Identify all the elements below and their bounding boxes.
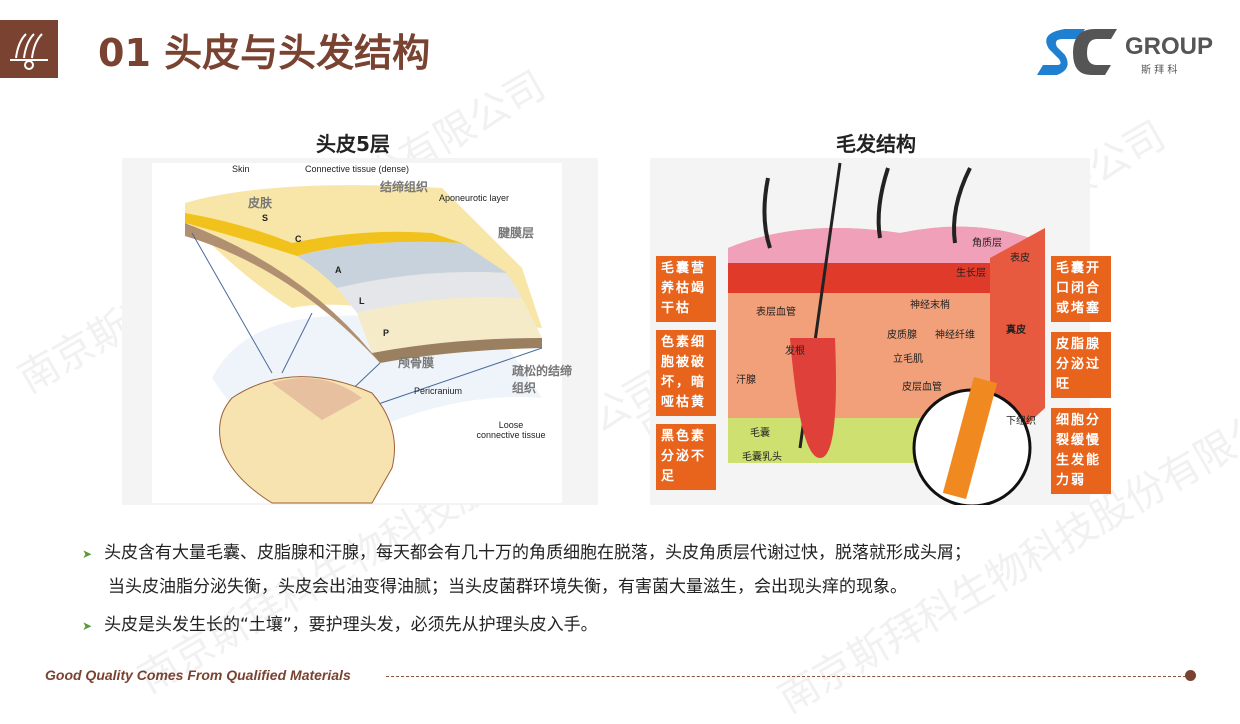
scalp-section-title: 头皮5层 — [316, 132, 390, 156]
bullet-item: ➤ 头皮是头发生长的“土壤”，要护理头发，必须先从护理头皮入手。 — [82, 610, 598, 635]
bullet-continuation: 当头皮油脂分泌失衡，头皮会出油变得油腻；当头皮菌群环境失衡，有害菌大量滋生，会出… — [108, 572, 907, 597]
label-pericranium: Pericranium — [414, 386, 463, 396]
label-loose: Loose connective tissue — [476, 420, 546, 440]
label-sweat: 汗腺 — [736, 375, 756, 386]
label-arrector: 立毛肌 — [893, 354, 923, 365]
company-logo: GROUP 斯 拜 科 — [1035, 25, 1225, 80]
callout-left: 色素细胞被破坏，暗哑枯黄 — [656, 330, 716, 416]
label-deep-vessel: 皮层血管 — [902, 382, 942, 393]
label-vessels: 表层血管 — [756, 307, 796, 318]
callout-left: 毛囊营养枯竭干枯 — [656, 256, 716, 322]
footer-dot — [1185, 670, 1196, 681]
layer-letter: S — [262, 213, 269, 223]
page-title: 01 头皮与头发结构 — [98, 31, 431, 75]
bullet-text: 头皮含有大量毛囊、皮脂腺和汗腺，每天都会有几十万的角质细胞在脱落，头皮角质层代谢… — [104, 543, 972, 563]
callout-right: 皮脂腺分泌过旺 — [1051, 332, 1111, 398]
label-root: 发根 — [785, 346, 805, 357]
hair-structure-diagram: 角质层 表皮 生长层 真皮 表层血管 神经末梢 皮质腺 神经纤维 发根 立毛肌 … — [650, 158, 1111, 505]
logo-group-text: GROUP — [1125, 33, 1214, 60]
layer-letter: C — [295, 234, 302, 244]
bullet-arrow-icon: ➤ — [82, 619, 93, 633]
label-sebaceous: 皮质腺 — [887, 330, 917, 341]
hair-section-title: 毛发结构 — [836, 132, 916, 156]
callout-right: 毛囊开口闭合或堵塞 — [1051, 256, 1111, 322]
label-cn-pericranium: 颅骨膜 — [398, 356, 435, 370]
label-subcutis: 下组织 — [1006, 416, 1036, 427]
hair-follicle-icon — [0, 20, 58, 78]
label-follicle: 毛囊 — [750, 428, 770, 439]
label-cn-loose: 疏松的结缔组织 — [512, 364, 573, 395]
bullet-item: ➤ 头皮含有大量毛囊、皮脂腺和汗腺，每天都会有几十万的角质细胞在脱落，头皮角质层代… — [82, 538, 971, 563]
footer-divider — [386, 676, 1186, 677]
label-cn-aponeurotic: 腱膜层 — [498, 226, 535, 240]
bullet-arrow-icon: ➤ — [82, 547, 93, 561]
bullet-text: 当头皮油脂分泌失衡，头皮会出油变得油腻；当头皮菌群环境失衡，有害菌大量滋生，会出… — [108, 577, 907, 597]
label-cuticle: 角质层 — [972, 238, 1002, 249]
layer-letter: A — [335, 265, 342, 275]
label-connective: Connective tissue (dense) — [305, 164, 410, 174]
callout-left: 黑色素分泌不足 — [656, 424, 716, 490]
label-nerve-fiber: 神经纤维 — [935, 330, 975, 341]
label-skin: Skin — [232, 164, 250, 174]
layer-letter: P — [383, 328, 390, 338]
label-nerve-end: 神经末梢 — [910, 300, 950, 311]
logo-chinese-text: 斯 拜 科 — [1141, 65, 1178, 76]
bullet-text: 头皮是头发生长的“土壤”，要护理头发，必须先从护理头皮入手。 — [104, 615, 598, 635]
scalp-layers-diagram: Skin Connective tissue (dense) Aponeurot… — [122, 158, 598, 505]
label-papilla: 毛囊乳头 — [742, 452, 782, 463]
label-growth: 生长层 — [956, 268, 986, 279]
callout-right: 细胞分裂缓慢生发能力弱 — [1051, 408, 1111, 494]
label-aponeurotic: Aponeurotic layer — [439, 193, 510, 203]
label-dermis: 真皮 — [1006, 325, 1026, 336]
footer-slogan: Good Quality Comes From Qualified Materi… — [45, 667, 351, 683]
layer-letter: L — [359, 296, 365, 306]
label-epidermis: 表皮 — [1010, 253, 1030, 264]
label-cn-skin: 皮肤 — [248, 196, 273, 210]
label-cn-connective: 结缔组织 — [380, 180, 429, 194]
